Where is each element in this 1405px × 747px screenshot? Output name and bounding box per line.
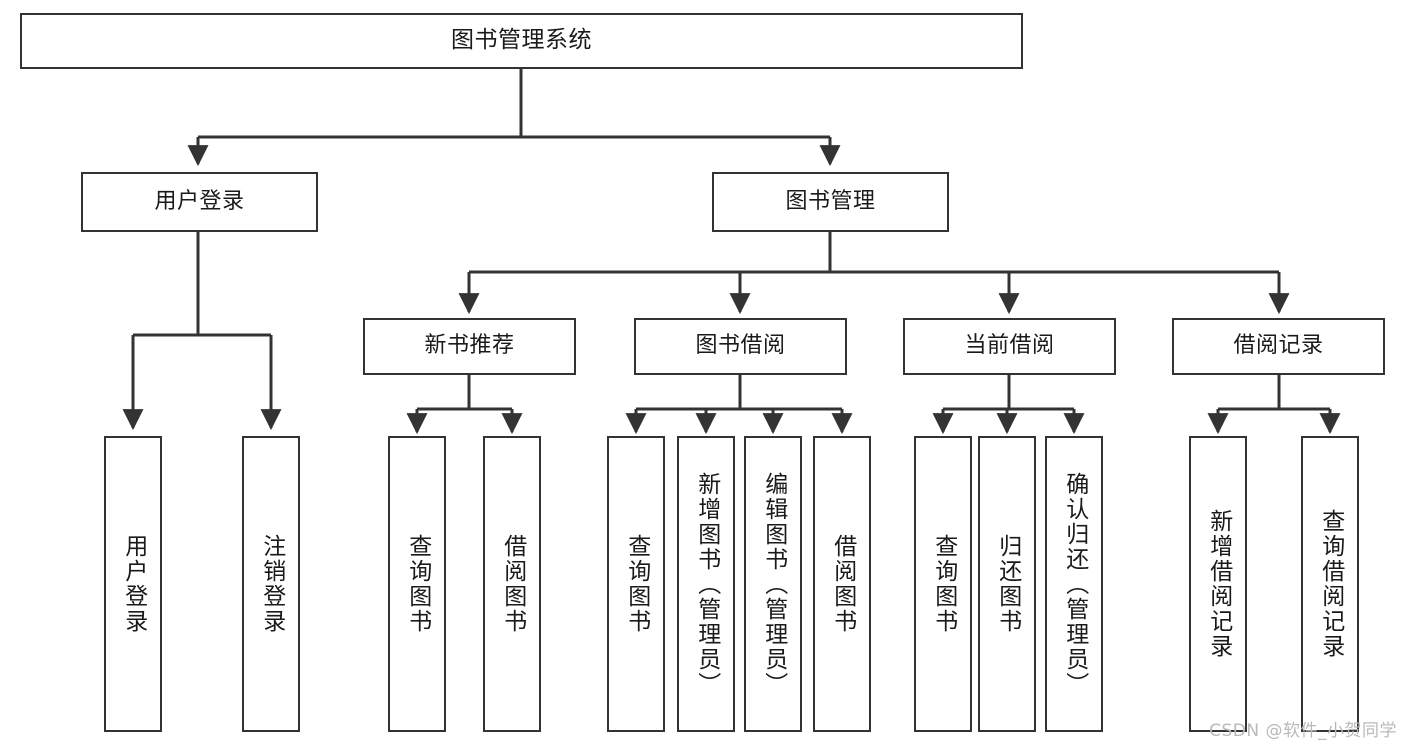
- node-new-book-recommend[interactable]: 新书推荐: [363, 318, 576, 375]
- leaf-book-borrow-add-book-admin[interactable]: 新增图书（管理员）: [677, 436, 735, 732]
- leaf-current-borrow-return-book[interactable]: 归还图书: [978, 436, 1036, 732]
- node-label: 新增借阅记录: [1205, 509, 1232, 659]
- node-label: 新增图书（管理员）: [693, 471, 720, 697]
- leaf-new-book-query-book[interactable]: 查询图书: [388, 436, 446, 732]
- node-current-borrow[interactable]: 当前借阅: [903, 318, 1116, 375]
- node-label: 用户登录: [154, 188, 245, 214]
- leaf-current-borrow-query-book[interactable]: 查询图书: [914, 436, 972, 732]
- node-book-borrow[interactable]: 图书借阅: [634, 318, 847, 375]
- node-label: 编辑图书（管理员）: [760, 471, 787, 697]
- node-label: 查询图书: [623, 534, 650, 634]
- node-label: 图书借阅: [695, 333, 786, 359]
- leaf-book-borrow-borrow-book[interactable]: 借阅图书: [813, 436, 871, 732]
- node-label: 查询借阅记录: [1317, 509, 1344, 659]
- node-book-management[interactable]: 图书管理: [712, 172, 949, 232]
- node-root-book-management-system[interactable]: 图书管理系统: [20, 13, 1023, 69]
- leaf-borrow-record-add-record[interactable]: 新增借阅记录: [1189, 436, 1247, 732]
- node-label: 借阅记录: [1233, 333, 1324, 359]
- node-label: 借阅图书: [499, 534, 526, 634]
- leaf-new-book-borrow-book[interactable]: 借阅图书: [483, 436, 541, 732]
- node-label: 确认归还（管理员）: [1061, 471, 1088, 697]
- node-user-login[interactable]: 用户登录: [81, 172, 318, 232]
- leaf-borrow-record-query-record[interactable]: 查询借阅记录: [1301, 436, 1359, 732]
- node-label: 归还图书: [994, 534, 1021, 634]
- node-label: 当前借阅: [964, 333, 1055, 359]
- node-borrow-record[interactable]: 借阅记录: [1172, 318, 1385, 375]
- leaf-user-login-signin[interactable]: 用户登录: [104, 436, 162, 732]
- node-label: 图书管理系统: [451, 27, 592, 54]
- leaf-user-login-signout[interactable]: 注销登录: [242, 436, 300, 732]
- node-label: 查询图书: [404, 534, 431, 634]
- node-label: 用户登录: [120, 534, 147, 634]
- node-label: 查询图书: [930, 534, 957, 634]
- leaf-book-borrow-edit-book-admin[interactable]: 编辑图书（管理员）: [744, 436, 802, 732]
- leaf-book-borrow-query-book[interactable]: 查询图书: [607, 436, 665, 732]
- node-label: 借阅图书: [829, 534, 856, 634]
- node-label: 图书管理: [785, 188, 876, 214]
- node-label: 注销登录: [258, 534, 285, 634]
- leaf-current-borrow-confirm-return-admin[interactable]: 确认归还（管理员）: [1045, 436, 1103, 732]
- node-label: 新书推荐: [424, 333, 515, 359]
